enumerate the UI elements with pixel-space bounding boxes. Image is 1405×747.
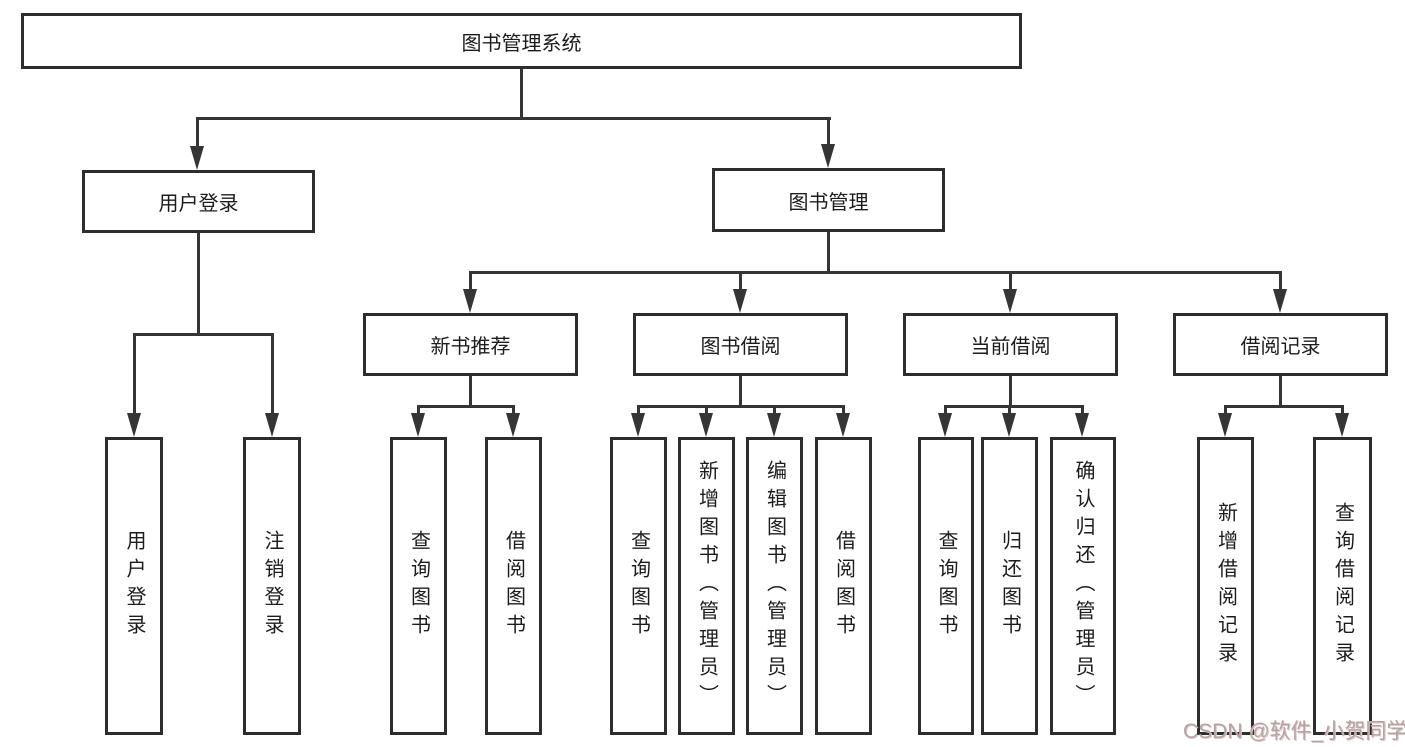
node-user-login: 用户登录 [82, 170, 315, 233]
node-new-book-recommend-label: 新书推荐 [430, 336, 511, 358]
leaf-query-books-3: 查询图书 [918, 437, 974, 735]
connector-new-book-stem [469, 376, 472, 407]
arrow-down-icon [1003, 289, 1017, 313]
leaf-edit-books-admin: 编辑图书（管理员） [746, 437, 803, 735]
node-borrow-records-label: 借阅记录 [1240, 336, 1321, 358]
arrow-down-icon [631, 413, 645, 437]
leaf-confirm-return-admin: 确认归还（管理员） [1050, 437, 1116, 735]
connector-book-borrow-bar [637, 405, 844, 408]
leaf-query-borrow-record-label: 查询借阅记录 [1331, 502, 1354, 670]
arrow-down-icon [938, 413, 952, 437]
leaf-edit-books-admin-label: 编辑图书（管理员） [763, 460, 786, 712]
leaf-add-borrow-record: 新增借阅记录 [1197, 437, 1254, 735]
arrow-down-icon [127, 413, 141, 437]
leaf-user-login: 用户登录 [105, 437, 163, 735]
connector-drop-leaf [1081, 405, 1084, 417]
connector-drop-leaf [417, 405, 420, 417]
csdn-watermark: CSDN @软件_小贺同学 [1183, 720, 1405, 743]
connector-user-login-bar [133, 333, 274, 336]
leaf-borrow-books-2: 借阅图书 [815, 437, 872, 735]
connector-current-borrow-stem [1009, 376, 1012, 407]
leaf-query-borrow-record: 查询借阅记录 [1313, 437, 1372, 735]
connector-root-bar [196, 117, 831, 120]
connector-drop-leaf [705, 405, 708, 417]
connector-borrow-records-stem [1279, 376, 1282, 407]
leaf-add-books-admin-label: 新增图书（管理员） [695, 460, 718, 712]
connector-book-management-stem [827, 232, 830, 274]
arrow-down-icon [463, 289, 477, 313]
connector-drop-leaf [842, 405, 845, 417]
leaf-add-borrow-record-label: 新增借阅记录 [1214, 502, 1237, 670]
arrow-down-icon [411, 413, 425, 437]
leaf-borrow-books-1-label: 借阅图书 [502, 530, 525, 642]
leaf-return-books-label: 归还图书 [998, 530, 1021, 642]
arrow-down-icon [1075, 413, 1089, 437]
connector-root-stem [520, 69, 523, 118]
node-book-management: 图书管理 [712, 168, 945, 232]
leaf-confirm-return-admin-label: 确认归还（管理员） [1072, 460, 1094, 712]
connector-drop-leaf [1224, 405, 1227, 417]
leaf-logout: 注销登录 [243, 437, 301, 735]
leaf-add-books-admin: 新增图书（管理员） [678, 437, 735, 735]
arrow-down-icon [767, 413, 781, 437]
connector-drop-user-login [196, 117, 199, 149]
node-new-book-recommend: 新书推荐 [363, 313, 578, 376]
connector-drop-level3 [469, 271, 472, 293]
arrow-down-icon [1273, 289, 1287, 313]
arrow-down-icon [821, 144, 835, 168]
connector-new-book-bar [417, 405, 515, 408]
arrow-down-icon [190, 146, 204, 170]
connector-drop-level3 [1279, 271, 1282, 293]
connector-book-management-bar [469, 271, 1282, 274]
leaf-logout-label: 注销登录 [261, 530, 283, 642]
node-current-borrow: 当前借阅 [903, 313, 1118, 376]
connector-drop-level3 [739, 271, 742, 293]
connector-book-borrow-stem [739, 376, 742, 407]
leaf-query-books-2-label: 查询图书 [627, 530, 650, 642]
connector-drop-leaf [773, 405, 776, 417]
arrow-down-icon [836, 413, 850, 437]
connector-drop-leaf [133, 333, 136, 415]
leaf-user-login-label: 用户登录 [123, 530, 145, 642]
connector-user-login-stem [197, 233, 200, 335]
leaf-query-books-3-label: 查询图书 [935, 530, 957, 642]
arrow-down-icon [699, 413, 713, 437]
node-user-login-label: 用户登录 [158, 193, 239, 215]
arrow-down-icon [1335, 413, 1349, 437]
connector-drop-leaf [944, 405, 947, 417]
node-root-label: 图书管理系统 [461, 32, 582, 55]
connector-drop-leaf [637, 405, 640, 417]
leaf-return-books: 归还图书 [981, 437, 1038, 735]
node-book-management-label: 图书管理 [788, 191, 869, 214]
leaf-borrow-books-2-label: 借阅图书 [832, 530, 855, 642]
connector-drop-leaf [512, 405, 515, 417]
arrow-down-icon [265, 413, 279, 437]
node-borrow-records: 借阅记录 [1173, 313, 1388, 376]
leaf-borrow-books-1: 借阅图书 [485, 437, 542, 735]
node-current-borrow-label: 当前借阅 [970, 336, 1051, 358]
arrow-down-icon [1218, 413, 1232, 437]
connector-drop-level3 [1009, 271, 1012, 293]
leaf-query-books-1: 查询图书 [390, 437, 447, 735]
arrow-down-icon [1002, 413, 1016, 437]
connector-drop-leaf [271, 333, 274, 415]
leaf-query-books-1-label: 查询图书 [407, 530, 430, 642]
arrow-down-icon [506, 413, 520, 437]
leaf-query-books-2: 查询图书 [610, 437, 667, 735]
connector-drop-leaf [1008, 405, 1011, 417]
connector-borrow-records-bar [1224, 405, 1343, 408]
connector-drop-leaf [1341, 405, 1344, 417]
arrow-down-icon [733, 289, 747, 313]
node-book-borrow-label: 图书借阅 [700, 336, 781, 358]
connector-drop-book-management [827, 117, 830, 147]
node-root: 图书管理系统 [21, 13, 1022, 69]
node-book-borrow: 图书借阅 [633, 313, 848, 376]
connector-current-borrow-bar [944, 405, 1083, 408]
